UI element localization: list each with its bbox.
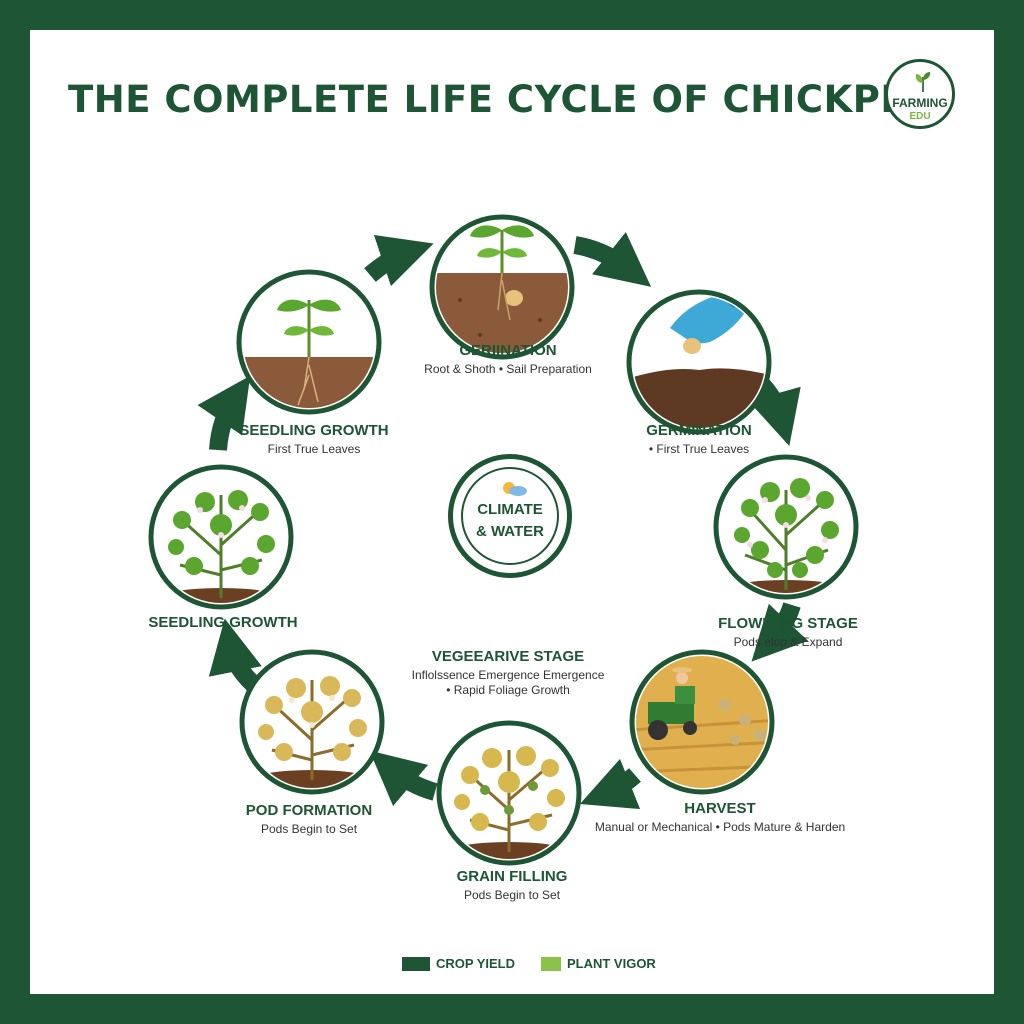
stage-circle-harvest [629, 649, 775, 795]
center-line-2: & WATER [475, 523, 545, 540]
arrow-1 [573, 232, 652, 287]
leaf-icon [915, 72, 931, 92]
farming-edu-logo: FARMING EDU [885, 59, 955, 129]
legend-swatch-plant-vigor [540, 956, 561, 971]
stage-circle-pod-formation [239, 649, 385, 795]
sun-cloud-icon [503, 482, 527, 496]
stage-circle-seedling-bush [148, 464, 294, 610]
infographic-canvas: THE COMPLETE LIFE CYCLE OF CHICKPEA FARM… [30, 30, 994, 994]
arrow-3 [751, 602, 809, 662]
climate-water-badge: CLIMATE & WATER [448, 454, 572, 578]
legend-label-crop-yield: CROP YIELD [436, 956, 515, 971]
center-line-1: CLIMATE [477, 501, 543, 518]
legend-label-plant-vigor: PLANT VIGOR [566, 956, 656, 971]
arrow-7 [197, 375, 251, 451]
legend: CROP YIELD PLANT VIGOR [402, 956, 656, 971]
stage-label-2: GERMINATION• First True Leaves [646, 422, 752, 456]
stage-circle-germination [429, 214, 575, 360]
page-title: THE COMPLETE LIFE CYCLE OF CHICKPEA [68, 78, 936, 121]
arrow-8 [364, 234, 434, 287]
logo-text-edu: EDU [909, 111, 931, 122]
logo-text-farming: FARMING [892, 96, 948, 110]
stage-circle-sowing [626, 289, 772, 435]
arrow-5 [369, 750, 438, 807]
stage-circle-grain-filling [436, 720, 582, 866]
legend-swatch-crop-yield [402, 956, 430, 971]
arrow-4 [579, 758, 641, 810]
life-cycle-diagram [148, 214, 859, 866]
stage-circle-seedling-growth [236, 269, 382, 415]
stage-circle-flowering [713, 454, 859, 600]
vegetative-stage-label: VEGEEARIVE STAGE Inflolssence Emergence … [411, 648, 605, 697]
stage-label-7: SEEDLING GROWTH [148, 614, 298, 631]
